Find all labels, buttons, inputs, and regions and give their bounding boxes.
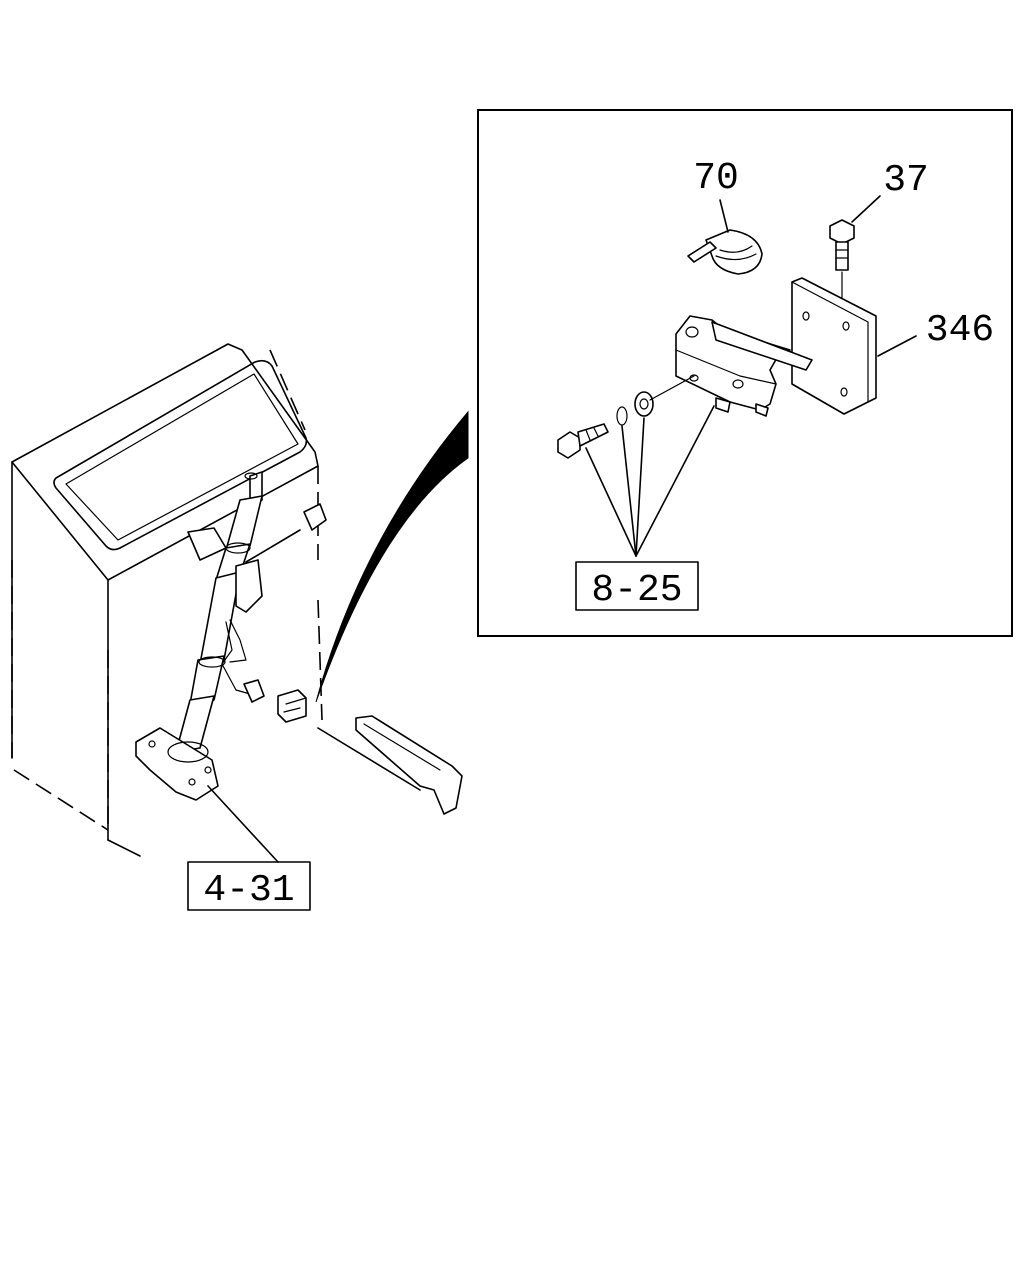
steering-column	[135, 471, 327, 801]
part-70-label: 70	[693, 157, 739, 200]
switch-location-part	[277, 689, 307, 723]
part-346-label: 346	[926, 309, 994, 352]
detail-pointer	[315, 410, 469, 703]
ref-4-31-label: 4-31	[203, 869, 294, 912]
reference-8-25: 8-25	[575, 561, 699, 612]
part-37-label: 37	[883, 159, 929, 202]
parking-brake-lever	[355, 715, 463, 815]
screw-and-washers	[557, 375, 695, 459]
dashboard-panel	[11, 343, 421, 857]
bolt-37: 37	[829, 159, 929, 393]
ref-8-25-label: 8-25	[591, 569, 682, 612]
leader-lines-8-25	[585, 405, 715, 557]
clamp-band-70: 70	[687, 157, 763, 275]
reference-4-31: 4-31	[187, 785, 311, 912]
bracket-346: 346	[791, 277, 994, 415]
limit-switch	[675, 315, 813, 417]
